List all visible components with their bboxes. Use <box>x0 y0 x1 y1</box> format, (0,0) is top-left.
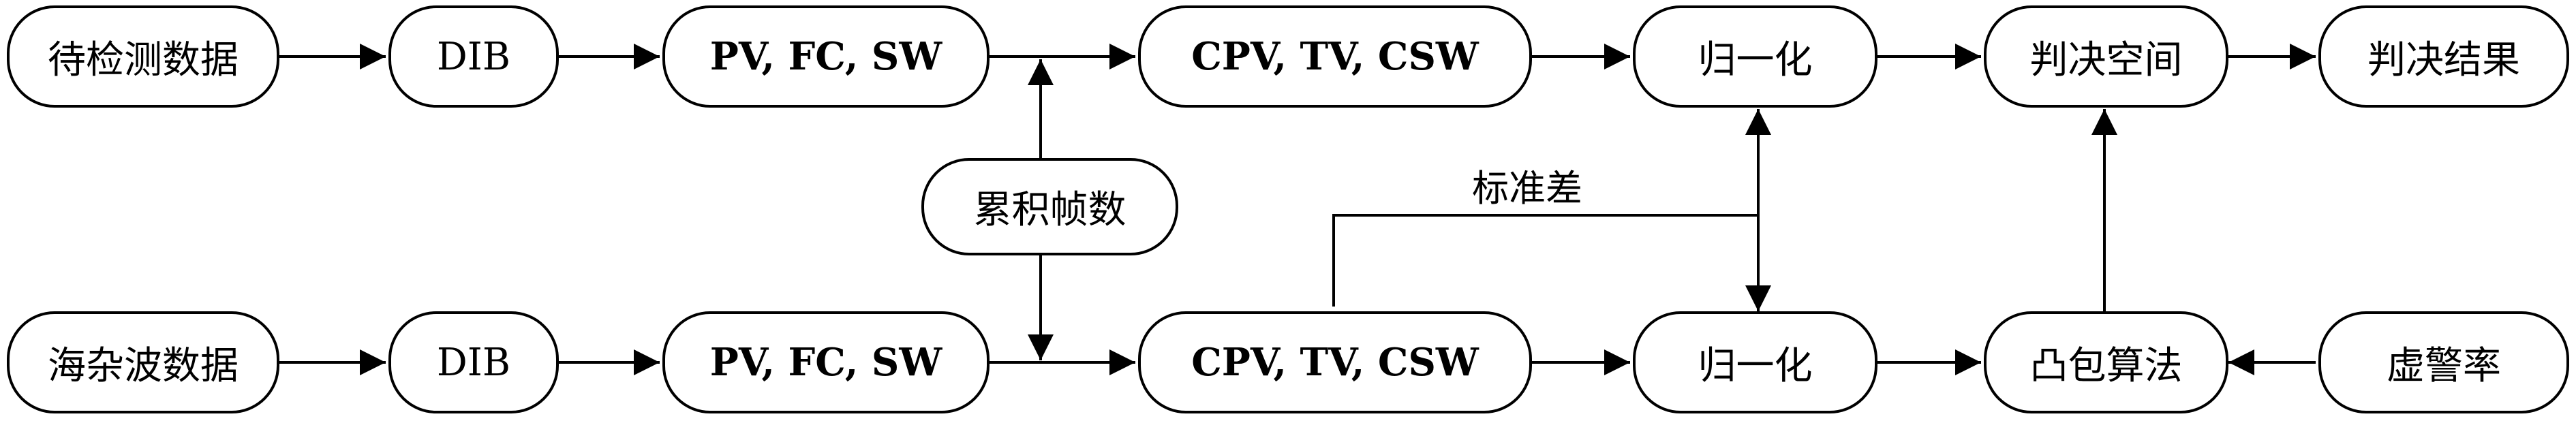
node-bottom-input: 海杂波数据 <box>7 311 279 413</box>
node-top-features: PV, FC, SW <box>662 5 990 108</box>
node-bottom-normalize: 归一化 <box>1633 311 1877 413</box>
node-decision-space: 判决空间 <box>1984 5 2228 108</box>
node-top-cumulative: CPV, TV, CSW <box>1138 5 1532 108</box>
node-top-dib: DIB <box>388 5 559 108</box>
node-decision-result: 判决结果 <box>2318 5 2569 108</box>
node-bottom-features: PV, FC, SW <box>662 311 990 413</box>
node-bottom-cumulative: CPV, TV, CSW <box>1138 311 1532 413</box>
node-bottom-dib: DIB <box>388 311 559 413</box>
label-std: 标准差 <box>1472 167 1582 210</box>
node-frames: 累积帧数 <box>921 158 1178 255</box>
node-top-normalize: 归一化 <box>1633 5 1877 108</box>
node-top-input: 待检测数据 <box>7 5 279 108</box>
node-convex-hull: 凸包算法 <box>1984 311 2228 413</box>
std-path <box>1332 214 1758 307</box>
node-false-alarm: 虚警率 <box>2318 311 2569 413</box>
